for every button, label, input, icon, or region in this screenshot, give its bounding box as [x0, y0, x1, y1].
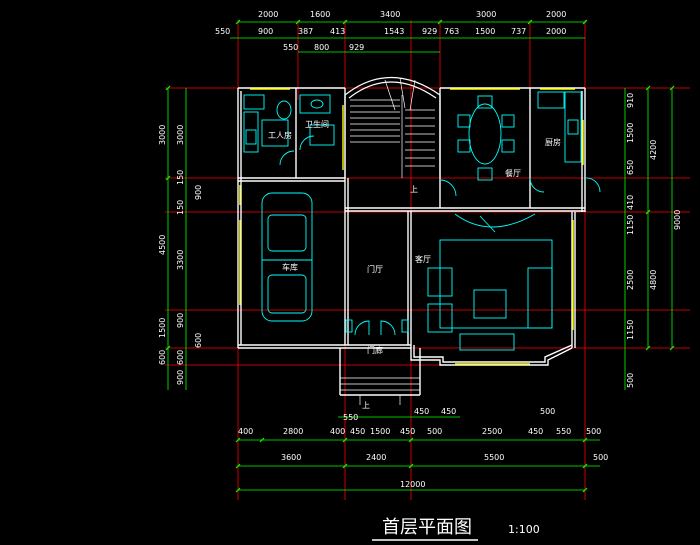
porch-steps	[340, 377, 420, 405]
dim-left-2-1: 150	[176, 170, 185, 185]
room-servant: 工人房	[268, 130, 292, 140]
dim-bot-1-5: 450	[400, 427, 415, 436]
room-bathroom: 卫生间	[305, 119, 329, 129]
dim-bot-1-6: 500	[427, 427, 442, 436]
dim-bot-1-0: 400	[238, 427, 253, 436]
dim-top-2-9: 2000	[546, 27, 566, 36]
dim-bot-1-9: 550	[556, 427, 571, 436]
dim-top-3-2: 929	[349, 43, 364, 52]
doors	[279, 135, 601, 336]
drawing-scale: 1:100	[508, 523, 540, 536]
dim-right-1-4: 1150	[626, 215, 635, 235]
dim-right-1-2: 650	[626, 160, 635, 175]
room-foyer: 门厅	[367, 264, 383, 274]
dim-bot-2-3: 500	[593, 453, 608, 462]
dim-bot-1-10: 500	[586, 427, 601, 436]
dim-top-2-5: 929	[422, 27, 437, 36]
dim-bot-1-1: 2800	[283, 427, 303, 436]
dim-right-1-1: 1500	[626, 123, 635, 143]
dim-left-2-3: 150	[176, 200, 185, 215]
dim-left-2-4: 3300	[176, 250, 185, 270]
dim-top-2-2: 387	[298, 27, 313, 36]
dims-top: 2000 1600 3400 3000 2000 550 900 387 413…	[215, 10, 566, 52]
stair-up-label-1: 上	[410, 185, 418, 194]
stair-up-label-2: 上	[362, 401, 370, 410]
dim-bot-1-8: 450	[528, 427, 543, 436]
dim-top-1-0: 2000	[258, 10, 278, 19]
title-block: 首层平面图 1:100	[372, 517, 540, 541]
dim-bot-total: 12000	[400, 480, 425, 489]
dim-top-2-8: 737	[511, 27, 526, 36]
dim-bot-2-1: 2400	[366, 453, 386, 462]
dim-left-2-9: 600	[176, 350, 185, 365]
dim-bot-0-0: 550	[343, 413, 358, 422]
dim-bot-0-3: 450	[441, 407, 456, 416]
room-living: 客厅	[415, 254, 431, 264]
dim-top-1-1: 1600	[310, 10, 330, 19]
dim-left-1-2: 600	[158, 350, 167, 365]
room-kitchen: 厨房	[545, 137, 561, 147]
dim-top-1-3: 3000	[476, 10, 496, 19]
dims-right: 910 1500 650 410 1150 2500 1150 500 4200…	[626, 93, 682, 388]
room-labels: 工人房 卫生间 餐厅 厨房 车库 门厅 客厅 门廊 上 上	[268, 119, 561, 410]
room-dining: 餐厅	[505, 169, 521, 178]
dim-right-1-5: 2500	[626, 270, 635, 290]
dim-top-2-4: 1543	[384, 27, 404, 36]
dims-left: 3000 4500 600 3000 150 900 150 3300 1500…	[158, 125, 203, 385]
windows	[239, 88, 584, 365]
dimension-lines	[165, 19, 675, 493]
dim-bot-1-3: 450	[350, 427, 365, 436]
drawing-title: 首层平面图	[382, 517, 472, 538]
furniture	[243, 91, 582, 351]
dim-bot-2-2: 5500	[484, 453, 504, 462]
dim-left-2-2: 900	[194, 185, 203, 200]
dims-bottom: 550 450 500 450 400 2800 400 450 1500 45…	[238, 407, 608, 489]
dim-left-1-0: 3000	[158, 125, 167, 145]
room-garage: 车库	[282, 262, 298, 272]
walls	[237, 87, 586, 396]
dim-top-2-1: 900	[258, 27, 273, 36]
dim-left-1-1: 4500	[158, 235, 167, 255]
room-porch: 门廊	[367, 345, 383, 355]
dim-top-3-0: 550	[283, 43, 298, 52]
dim-bot-1-2: 400	[330, 427, 345, 436]
dim-bot-0-2: 500	[540, 407, 555, 416]
dim-right-1-3: 410	[626, 195, 635, 210]
dim-bot-0-1: 450	[414, 407, 429, 416]
dim-right-2-1: 4800	[649, 270, 658, 290]
stair-treads	[350, 77, 435, 178]
dim-bot-1-4: 1500	[370, 427, 390, 436]
dim-top-1-2: 3400	[380, 10, 400, 19]
dim-left-2-8: 900	[176, 370, 185, 385]
dim-left-2-0: 3000	[176, 125, 185, 145]
dim-top-2-0: 550	[215, 27, 230, 36]
dim-top-1-4: 2000	[546, 10, 566, 19]
dim-right-1-0: 910	[626, 93, 635, 108]
dim-bot-1-7: 2500	[482, 427, 502, 436]
dim-top-2-3: 413	[330, 27, 345, 36]
dim-right-2-0: 4200	[649, 140, 658, 160]
dim-right-1-7: 500	[626, 373, 635, 388]
stair-bay	[344, 77, 441, 178]
dim-top-2-6: 763	[444, 27, 459, 36]
dim-bot-2-0: 3600	[281, 453, 301, 462]
dim-top-2-7: 1500	[475, 27, 495, 36]
dim-right-total: 9000	[673, 210, 682, 230]
dim-left-2-7: 600	[194, 333, 203, 348]
dim-right-1-6: 1150	[626, 320, 635, 340]
dim-top-3-1: 800	[314, 43, 329, 52]
dim-left-2-6: 900	[176, 313, 185, 328]
dim-left-2-5: 1500	[158, 318, 167, 338]
